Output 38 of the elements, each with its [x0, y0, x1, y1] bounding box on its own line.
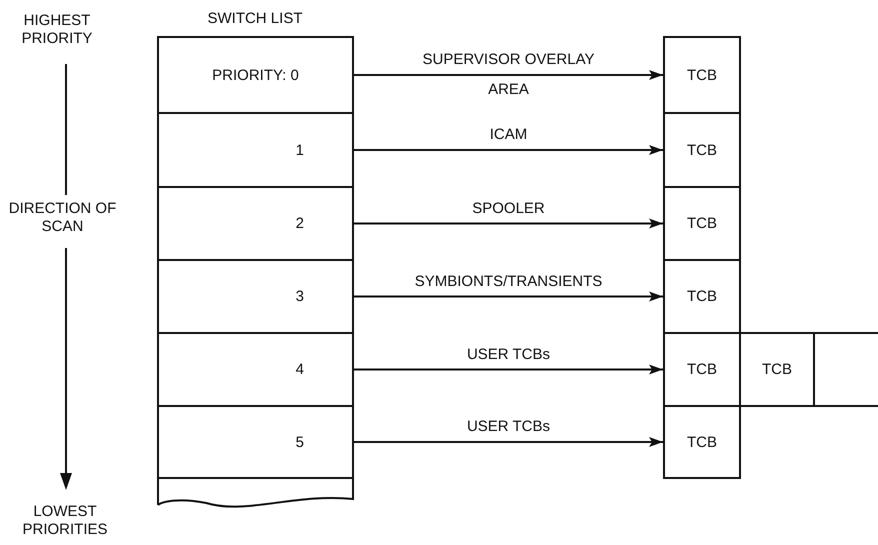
list-slot	[157, 332, 354, 407]
tcb-text: TCB	[687, 434, 717, 450]
tcb-text: TCB	[762, 361, 792, 378]
edge-label: USER TCBs	[466, 418, 552, 436]
list-slot	[157, 259, 354, 334]
arrow	[354, 292, 663, 302]
arrow	[354, 145, 663, 155]
tcb-text: TCB	[687, 215, 717, 232]
edge-label: SYMBIONTS/TRANSIENTS	[414, 272, 604, 290]
arrow	[354, 437, 663, 447]
arrow	[354, 218, 663, 228]
tcb-box	[739, 332, 815, 407]
tcb-box	[663, 36, 741, 114]
edge-label: SUPERVISOR OVERLAY AREA	[421, 50, 596, 100]
tcb-box	[663, 405, 741, 479]
tcb-box	[663, 259, 741, 334]
tcb-text: TCB	[687, 142, 717, 158]
edge-label: ICAM	[488, 126, 528, 144]
list-slot	[157, 405, 354, 479]
list-slot	[157, 36, 354, 114]
edge-label: SPOOLER	[471, 200, 546, 218]
tcb-text: TCB	[687, 288, 717, 305]
priority-text: 1	[296, 142, 304, 158]
priority-text: 4	[296, 361, 304, 378]
list-box	[813, 332, 878, 407]
tcb-text: TCB	[687, 361, 717, 378]
tcb-box	[663, 112, 741, 188]
priority-text: 5	[296, 434, 304, 450]
list-slot	[157, 112, 354, 188]
arrow	[354, 70, 663, 80]
priority-text: 2	[296, 215, 304, 232]
tcb-box	[663, 186, 741, 261]
arrow	[354, 364, 663, 374]
edge-label: USER TCBs	[466, 346, 552, 364]
list-slot	[157, 186, 354, 261]
priority-text: 3	[296, 288, 304, 305]
tcb-text: TCB	[687, 66, 717, 84]
priority-text: PRIORITY: 0	[212, 66, 299, 84]
